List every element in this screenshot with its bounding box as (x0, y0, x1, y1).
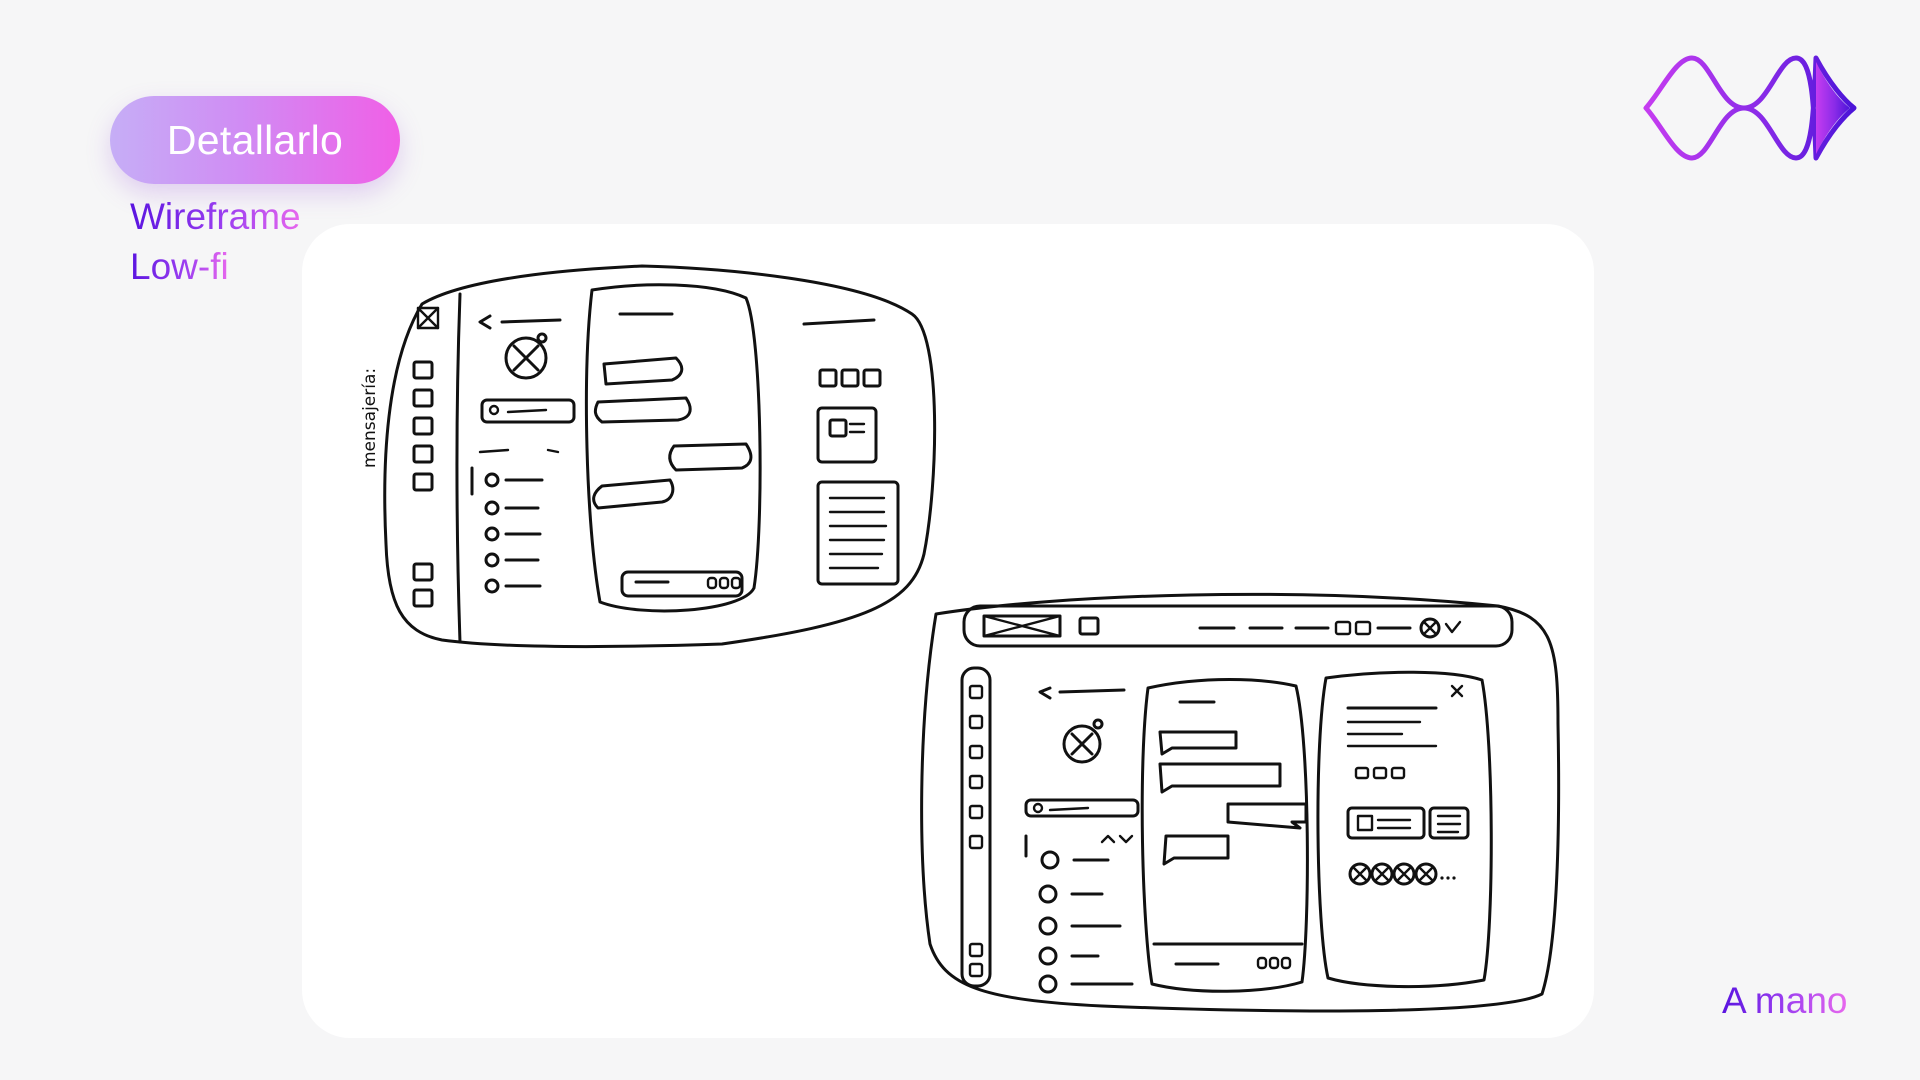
corner-label-a-mano: A mano (1722, 980, 1848, 1021)
subtitle-wireframe: Wireframe (130, 196, 301, 237)
detallarlo-pill: Detallarlo (110, 96, 400, 184)
pill-label: Detallarlo (166, 116, 344, 163)
hand-drawn-wireframes (383, 264, 1561, 1013)
close-icon (1450, 684, 1464, 698)
sketch-desktop-chat (920, 592, 1561, 1013)
brand-wave-logo-icon (1643, 55, 1857, 161)
sketch-mobile-chat (383, 264, 937, 649)
side-note-mensajeria: mensajería: (360, 367, 380, 468)
subtitle-low-fi: Low-fi (130, 246, 229, 287)
sketch-card: mensajería: (302, 224, 1594, 1038)
